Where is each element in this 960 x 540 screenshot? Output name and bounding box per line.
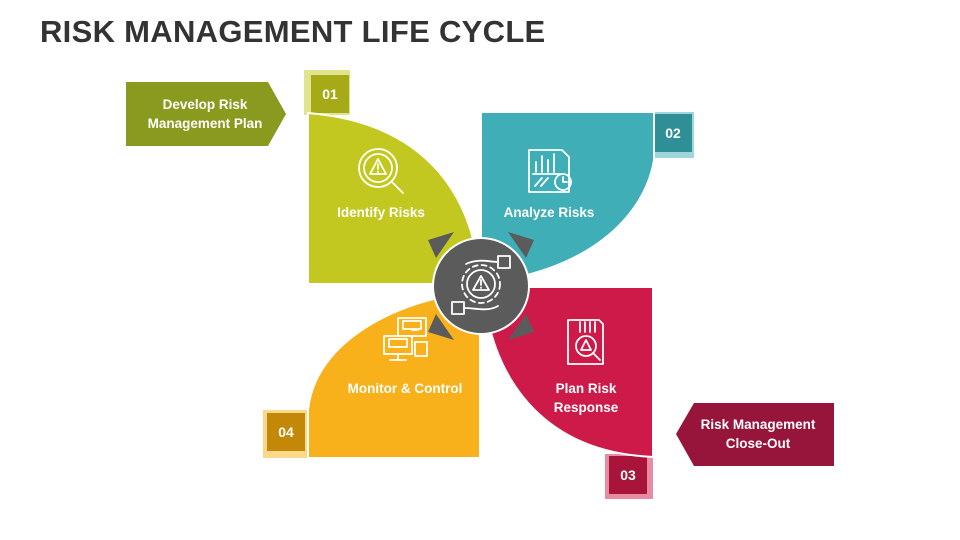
step-4-label: Monitor & Control [347, 381, 463, 396]
hub-arrow-top-left [428, 232, 454, 258]
step-3-number: 03 [620, 467, 636, 483]
step-4-number: 04 [278, 424, 294, 440]
report-chart-icon [528, 149, 572, 193]
document-search-warning-icon [567, 319, 604, 365]
monitors-icon [383, 317, 428, 361]
step-3-label: Plan Risk Response [553, 381, 619, 415]
hub-arrow-bottom-left [428, 314, 454, 340]
end-tag-label: Risk Management Close-Out [700, 417, 816, 451]
end-tag-shape [676, 403, 834, 466]
hub-arrow-top-right [508, 232, 534, 258]
search-warning-icon [358, 148, 404, 194]
page-title: RISK MANAGEMENT LIFE CYCLE [40, 14, 546, 49]
central-hub [428, 232, 534, 340]
step-1-label: Identify Risks [337, 205, 425, 220]
step-1-number: 01 [322, 86, 338, 102]
hands-gear-warning-icon [451, 255, 511, 315]
step-2-number: 02 [665, 125, 681, 141]
step-2-label: Analyze Risks [503, 205, 595, 220]
start-tag-label: Develop Risk Management Plan [147, 97, 263, 131]
hub-arrow-bottom-right [508, 314, 534, 340]
start-tag-shape [126, 82, 286, 146]
